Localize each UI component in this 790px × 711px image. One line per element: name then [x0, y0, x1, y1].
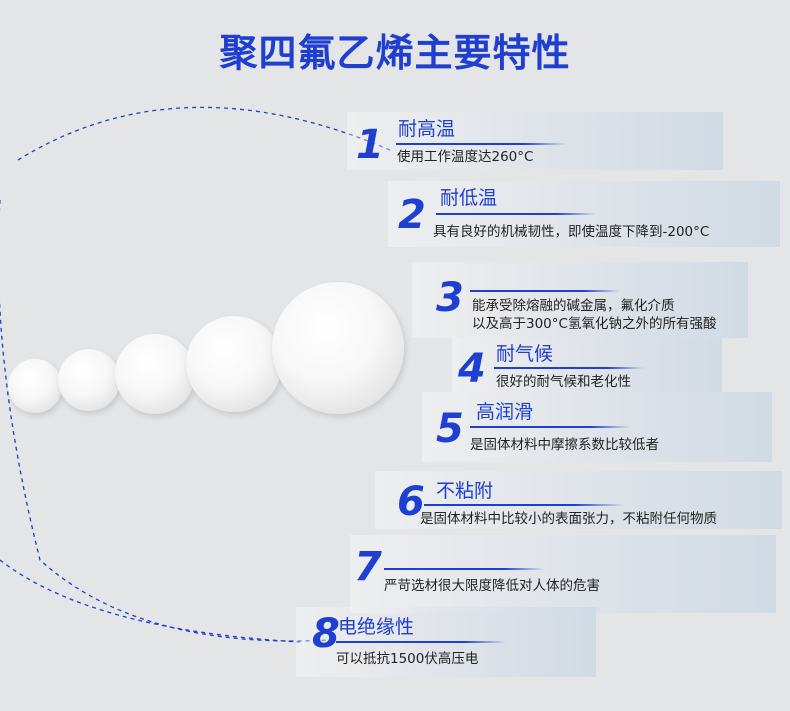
ptfe-ball-1 — [8, 359, 62, 413]
feature-card-4 — [452, 338, 722, 392]
feature-underline — [470, 290, 620, 292]
feature-title: 电绝缘性 — [338, 616, 415, 638]
feature-number: 2 — [398, 192, 426, 238]
feature-number: 6 — [397, 479, 425, 525]
feature-number: 8 — [312, 611, 340, 657]
feature-description-line-2: 以及高于300°C氢氧化钠之外的所有强酸 — [472, 316, 717, 332]
feature-underline — [384, 568, 544, 570]
ptfe-ball-4 — [186, 316, 282, 412]
feature-description: 具有良好的机械韧性，即使温度下降到-200°C — [433, 224, 710, 240]
feature-description: 严苛选材很大限度降低对人体的危害 — [384, 578, 600, 594]
feature-underline — [494, 367, 644, 369]
feature-card-1 — [347, 112, 723, 170]
feature-underline — [396, 143, 566, 145]
feature-card-6 — [375, 471, 782, 529]
feature-title: 耐低温 — [440, 187, 498, 209]
feature-number: 3 — [436, 275, 464, 321]
feature-underline — [470, 426, 630, 428]
feature-card-7 — [350, 535, 776, 613]
feature-title: 耐气候 — [496, 343, 554, 365]
ptfe-ball-3 — [115, 334, 195, 414]
feature-description-line-1: 能承受除熔融的碱金属，氟化介质 — [472, 298, 675, 314]
feature-title: 不粘附 — [436, 480, 494, 502]
feature-number: 5 — [436, 406, 464, 452]
feature-number: 7 — [354, 544, 382, 590]
feature-title: 高润滑 — [476, 401, 534, 423]
feature-card-3 — [412, 262, 748, 338]
feature-description: 使用工作温度达260°C — [397, 149, 534, 165]
feature-number: 4 — [458, 346, 486, 392]
feature-description: 是固体材料中比较小的表面张力，不粘附任何物质 — [420, 511, 717, 527]
feature-description: 是固体材料中摩擦系数比较低者 — [470, 437, 659, 453]
feature-underline — [336, 641, 506, 643]
ptfe-ball-2 — [58, 349, 120, 411]
feature-title: 耐高温 — [398, 118, 456, 140]
feature-underline — [424, 504, 624, 506]
feature-description: 可以抵抗1500伏高压电 — [336, 651, 479, 667]
page-title: 聚四氟乙烯主要特性 — [219, 31, 571, 75]
feature-description: 很好的耐气候和老化性 — [496, 374, 631, 390]
feature-underline — [436, 213, 596, 215]
feature-number: 1 — [356, 122, 384, 168]
ptfe-ball-5 — [272, 282, 404, 414]
